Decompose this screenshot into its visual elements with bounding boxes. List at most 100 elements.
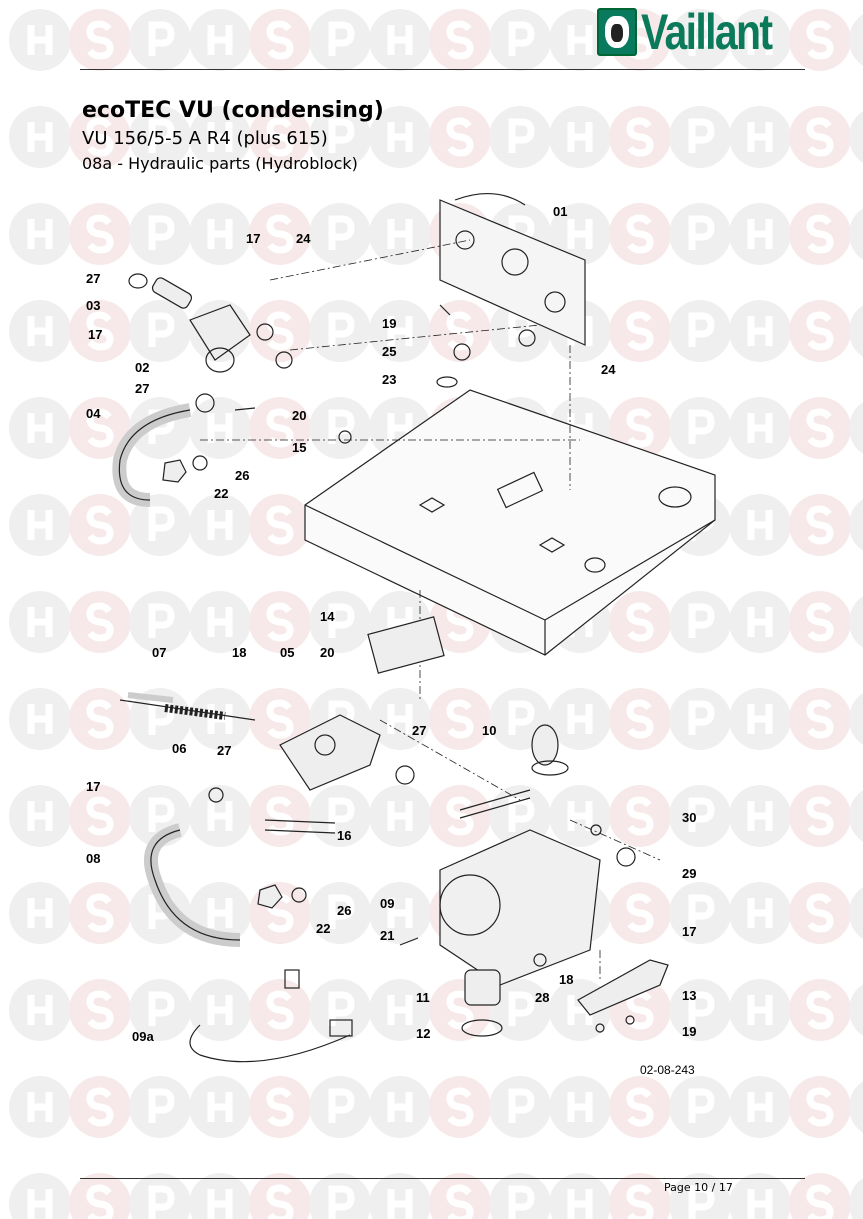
watermark-h-circle bbox=[369, 882, 431, 944]
callout-27: 27 bbox=[217, 743, 232, 758]
watermark-glyph bbox=[27, 413, 53, 443]
watermark-h-circle bbox=[729, 106, 791, 168]
watermark-glyph bbox=[27, 219, 53, 249]
watermark-s-circle bbox=[429, 1076, 491, 1138]
watermark-p-circle bbox=[669, 688, 731, 750]
callout-24: 24 bbox=[296, 231, 311, 246]
watermark-h-circle bbox=[189, 979, 251, 1041]
callout-11: 11 bbox=[416, 990, 430, 1005]
model-number: VU 156/5-5 A R4 (plus 615) bbox=[82, 128, 328, 149]
watermark-glyph bbox=[747, 122, 773, 152]
watermark-glyph bbox=[328, 797, 355, 832]
watermark-h-circle bbox=[189, 9, 251, 71]
watermark-glyph bbox=[148, 312, 175, 347]
watermark-s-circle bbox=[69, 300, 131, 362]
watermark-p-circle bbox=[129, 1173, 191, 1219]
watermark-s-circle bbox=[789, 1076, 851, 1138]
page-number: Page 10 / 17 bbox=[664, 1181, 733, 1194]
watermark-glyph bbox=[806, 893, 834, 933]
watermark-p-circle bbox=[309, 882, 371, 944]
watermark-p-circle bbox=[849, 887, 863, 939]
watermark-glyph bbox=[806, 602, 834, 642]
watermark-p-circle bbox=[129, 591, 191, 653]
watermark-glyph bbox=[446, 1087, 474, 1127]
watermark-h-circle bbox=[9, 300, 71, 362]
footer-divider bbox=[80, 1178, 805, 1179]
watermark-h-circle bbox=[9, 688, 71, 750]
watermark-glyph bbox=[446, 699, 474, 739]
watermark-glyph bbox=[148, 991, 175, 1026]
watermark-glyph bbox=[207, 122, 233, 152]
watermark-glyph bbox=[27, 995, 53, 1025]
watermark-glyph bbox=[626, 408, 654, 448]
callout-16: 16 bbox=[337, 828, 352, 843]
watermark-s-circle bbox=[609, 300, 671, 362]
callout-04: 04 bbox=[86, 406, 101, 421]
watermark-p-circle bbox=[309, 9, 371, 71]
watermark-glyph bbox=[806, 699, 834, 739]
header-divider bbox=[80, 69, 805, 70]
callout-27: 27 bbox=[412, 723, 427, 738]
watermark-h-circle bbox=[369, 1173, 431, 1219]
callout-21: 21 bbox=[380, 928, 395, 943]
watermark-h-circle bbox=[729, 1076, 791, 1138]
callout-12: 12 bbox=[416, 1026, 431, 1041]
watermark-h-circle bbox=[189, 494, 251, 556]
watermark-glyph bbox=[387, 995, 413, 1025]
watermark-glyph bbox=[688, 991, 715, 1026]
watermark-p-circle bbox=[489, 785, 551, 847]
watermark-glyph bbox=[446, 1184, 474, 1219]
chassis-plate bbox=[304, 389, 716, 656]
vaillant-logo: Vaillant bbox=[597, 6, 800, 58]
watermark-glyph bbox=[688, 409, 715, 444]
watermark-glyph bbox=[806, 20, 834, 60]
watermark-s-circle bbox=[789, 494, 851, 556]
watermark-p-circle bbox=[489, 979, 551, 1041]
watermark-s-circle bbox=[69, 397, 131, 459]
watermark-glyph bbox=[148, 603, 175, 638]
watermark-p-circle bbox=[849, 693, 863, 745]
watermark-glyph bbox=[27, 316, 53, 346]
callout-25: 25 bbox=[382, 344, 397, 359]
watermark-s-circle bbox=[249, 9, 311, 71]
watermark-glyph bbox=[626, 214, 654, 254]
callout-18: 18 bbox=[559, 972, 574, 987]
callout-29: 29 bbox=[682, 866, 697, 881]
watermark-s-circle bbox=[249, 106, 311, 168]
watermark-s-circle bbox=[249, 591, 311, 653]
watermark-glyph bbox=[86, 214, 114, 254]
watermark-glyph bbox=[27, 801, 53, 831]
watermark-glyph bbox=[508, 991, 535, 1026]
watermark-glyph bbox=[207, 510, 233, 540]
watermark-glyph bbox=[387, 25, 413, 55]
watermark-p-circle bbox=[489, 1076, 551, 1138]
watermark-glyph bbox=[567, 704, 593, 734]
watermark-glyph bbox=[207, 801, 233, 831]
callout-17: 17 bbox=[682, 924, 697, 939]
watermark-glyph bbox=[747, 413, 773, 443]
lower-hydro-parts bbox=[119, 616, 669, 1063]
watermark-p-circle bbox=[669, 1173, 731, 1219]
watermark-s-circle bbox=[69, 1173, 131, 1219]
watermark-p-circle bbox=[669, 882, 731, 944]
mounting-bracket bbox=[439, 192, 586, 346]
watermark-glyph bbox=[747, 1189, 773, 1219]
watermark-glyph bbox=[207, 1189, 233, 1219]
callout-17: 17 bbox=[88, 327, 103, 342]
watermark-s-circle bbox=[69, 979, 131, 1041]
watermark-glyph bbox=[747, 995, 773, 1025]
watermark-glyph bbox=[626, 1087, 654, 1127]
watermark-glyph bbox=[328, 603, 355, 638]
callout-10: 10 bbox=[482, 723, 497, 738]
watermark-p-circle bbox=[669, 203, 731, 265]
watermark-h-circle bbox=[369, 785, 431, 847]
watermark-glyph bbox=[747, 316, 773, 346]
watermark-glyph bbox=[266, 1184, 294, 1219]
watermark-s-circle bbox=[249, 397, 311, 459]
watermark-glyph bbox=[747, 25, 773, 55]
watermark-glyph bbox=[626, 699, 654, 739]
watermark-h-circle bbox=[729, 688, 791, 750]
watermark-s-circle bbox=[609, 591, 671, 653]
watermark-glyph bbox=[207, 898, 233, 928]
